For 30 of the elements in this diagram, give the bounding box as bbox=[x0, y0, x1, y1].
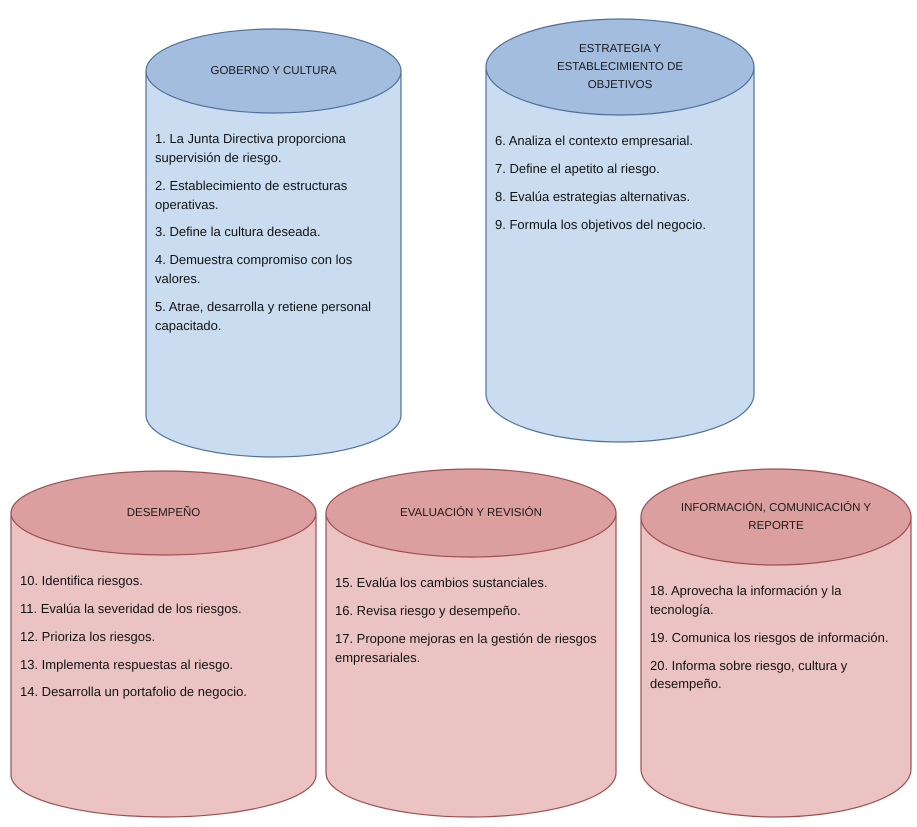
list-item: 15. Evalúa los cambios sustanciales. bbox=[335, 574, 548, 592]
list-item: 18. Aprovecha la información y la tecnología. bbox=[650, 582, 842, 619]
list-item: 19. Comunica los riesgos de información. bbox=[650, 628, 890, 647]
list-item: 11. Evalúa la severidad de los riesgos. bbox=[20, 600, 243, 618]
cylinder-heading: GOBERNO Y CULTURA bbox=[210, 64, 336, 80]
list-item: 3. Define la cultura deseada. bbox=[155, 223, 322, 242]
list-item: 12. Prioriza los riesgos. bbox=[20, 628, 156, 646]
list-item: 9. Formula los objetivos del negocio. bbox=[495, 216, 708, 234]
cylinder-shape bbox=[145, 28, 402, 458]
cylinder-heading: INFORMACIÓN, COMUNICACIÓN Y REPORTE bbox=[680, 500, 872, 534]
cylinder-shape bbox=[325, 468, 617, 818]
list-item: 20. Informa sobre riesgo, cultura y desempeño. bbox=[650, 656, 848, 694]
cylinder-shape bbox=[485, 18, 755, 443]
list-item: 6. Analiza el contexto empresarial. bbox=[495, 132, 694, 150]
list-item: 4. Demuestra compromiso con los valores. bbox=[155, 251, 354, 288]
cylinder-shape bbox=[640, 468, 912, 818]
cylinder-shape bbox=[10, 470, 317, 818]
cylinder-heading: DESEMPEÑO bbox=[126, 505, 200, 522]
list-item: 16. Revisa riesgo y desempeño. bbox=[335, 602, 522, 620]
list-item: 7. Define el apetito al riesgo. bbox=[495, 160, 661, 178]
cylinder-heading: EVALUACIÓN Y REVISIÓN bbox=[400, 505, 542, 522]
list-item: 17. Propone mejoras en la gestión de riesgos empresariales. bbox=[335, 630, 598, 667]
cylinder-heading: ESTRATEGIA Y ESTABLECIMIENTO DE OBJETIVOS bbox=[556, 42, 684, 93]
list-item: 1. La Junta Directiva proporciona supervisión de riesgo. bbox=[155, 130, 347, 167]
list-item: 10. Identifica riesgos. bbox=[20, 572, 144, 590]
list-item: 13. Implementa respuestas al riesgo. bbox=[20, 656, 234, 674]
list-item: 8. Evalúa estrategias alternativas. bbox=[495, 188, 692, 206]
list-item: 5. Atrae, desarrolla y retiene personal capacitado. bbox=[155, 298, 372, 335]
list-item: 14. Desarrolla un portafolio de negocio. bbox=[20, 683, 248, 702]
list-item: 2. Establecimiento de estructuras operativas. bbox=[155, 176, 348, 214]
